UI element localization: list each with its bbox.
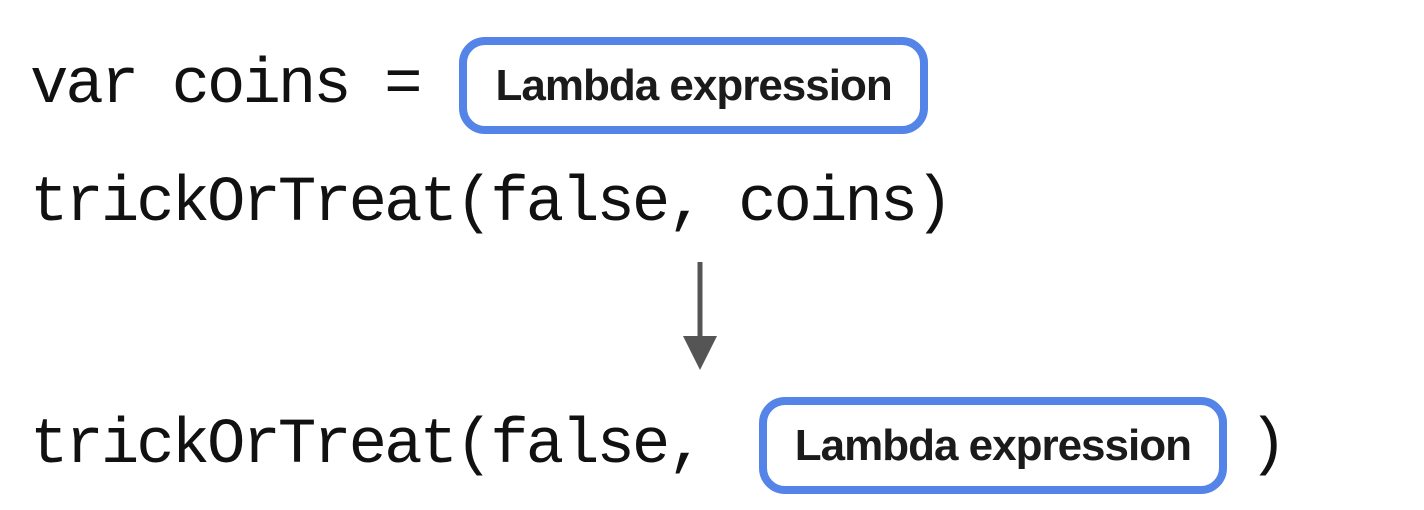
code-trickortreat-prefix: trickOrTreat(false,	[30, 409, 706, 482]
lambda-expression-label: Lambda expression	[495, 60, 892, 110]
code-trickortreat-coins: trickOrTreat(false, coins)	[30, 168, 954, 240]
lambda-expression-box-assignment: Lambda expression	[459, 37, 928, 134]
transformation-arrow	[680, 260, 720, 372]
code-closing-paren: )	[1248, 409, 1287, 482]
lambda-expression-box-argument: Lambda expression	[758, 397, 1227, 494]
variable-assignment-line: var coins = Lambda expression	[30, 37, 928, 134]
down-arrow-icon	[683, 262, 717, 370]
code-var-coins: var coins =	[30, 49, 422, 122]
function-call-after-line: trickOrTreat(false, Lambda expression )	[30, 397, 1287, 494]
function-call-before-line: trickOrTreat(false, coins)	[30, 168, 954, 240]
lambda-expression-label: Lambda expression	[794, 420, 1192, 470]
